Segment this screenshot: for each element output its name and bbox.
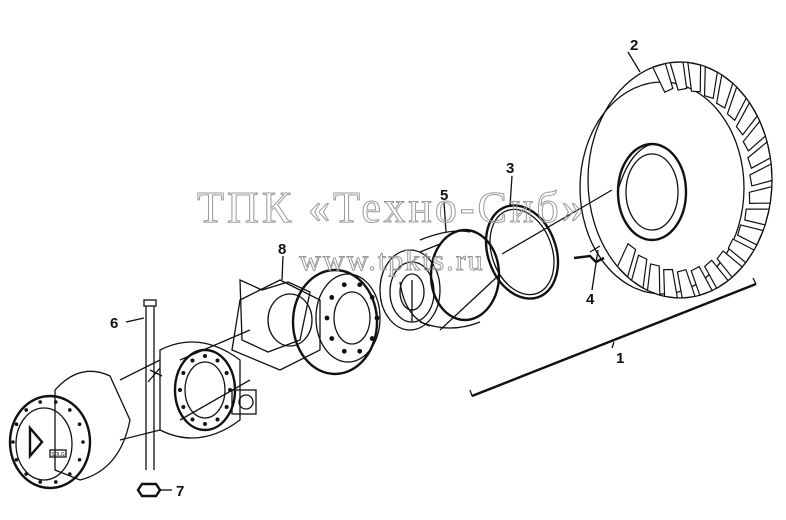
hub-bolt — [369, 295, 375, 300]
final-drive-bolt — [68, 472, 72, 476]
tread-lug — [687, 61, 702, 93]
hub-bolt — [341, 282, 347, 288]
final-drive-bolt — [77, 422, 82, 427]
final-drive-bolt — [38, 400, 43, 404]
tread-lug — [716, 250, 744, 279]
final-drive-bolt — [68, 408, 72, 412]
left-final-drive: SDLG — [8, 394, 92, 490]
tread-lug — [703, 259, 729, 290]
callout-6: 6 — [110, 315, 118, 332]
final-drive-bolt — [11, 440, 15, 444]
diff-bolt — [215, 358, 220, 363]
tread-lug — [669, 61, 688, 91]
leader-lines — [125, 51, 757, 491]
diff-bolt — [181, 405, 186, 409]
diff-bolt — [203, 354, 207, 358]
tread-lug — [663, 268, 679, 299]
hub-bolt — [374, 315, 380, 321]
tread-lug — [703, 65, 719, 100]
valve-part-4 — [573, 245, 605, 264]
final-drive-bolt — [53, 480, 58, 484]
callout-7: 7 — [176, 483, 184, 500]
final-drive-bolt — [81, 440, 85, 444]
hub-bolt — [329, 336, 335, 341]
tread-lug — [749, 163, 773, 187]
o-ring-part-3 — [484, 204, 560, 300]
diff-bolt — [181, 371, 186, 375]
tread-lug — [616, 242, 637, 279]
diff-bolt — [224, 405, 229, 409]
tread-lug — [748, 185, 773, 204]
axle-housing — [54, 278, 321, 481]
tread-lug — [726, 85, 747, 122]
tread-lug — [676, 268, 696, 299]
tread-lug — [744, 208, 770, 226]
final-drive-bolt — [53, 400, 58, 404]
hub-bolt — [324, 315, 330, 321]
tread-lug — [630, 254, 648, 290]
tread-lug — [742, 120, 767, 152]
hub-bolt — [357, 348, 363, 354]
final-drive-bolt — [38, 480, 43, 484]
diff-bolt — [203, 422, 207, 426]
watermark: ТПК «Техно-Сиб» www.tpkts.ru — [197, 183, 587, 278]
tread-lug — [736, 224, 764, 246]
diff-bolt — [190, 417, 195, 422]
diff-bolt — [228, 388, 232, 392]
rim-part-5 — [379, 228, 501, 331]
tire-part-2 — [579, 61, 773, 299]
watermark-company: ТПК «Техно-Сиб» — [197, 183, 587, 232]
callout-labels: 1 2 3 4 5 6 7 8 — [110, 37, 638, 500]
final-drive-bolt — [14, 457, 19, 462]
tread-lug — [727, 238, 755, 264]
callout-2: 2 — [630, 37, 638, 54]
bolt-part-6 — [143, 299, 157, 470]
hub-bolt — [341, 348, 347, 354]
tread-lug — [646, 263, 661, 297]
nut-part-7 — [136, 482, 162, 498]
tread-lug — [690, 265, 714, 297]
final-drive-bolt — [14, 422, 19, 427]
diff-bolt — [178, 388, 182, 392]
callout-5: 5 — [440, 187, 448, 204]
diff-bolt — [224, 371, 229, 375]
tread-lug — [651, 62, 674, 93]
hub-bolt — [329, 295, 335, 300]
callout-3: 3 — [506, 160, 514, 177]
tread-lug — [747, 140, 772, 170]
hub-bolt — [357, 282, 363, 288]
wheel-hub — [291, 268, 381, 376]
diff-bolt — [215, 417, 220, 422]
final-drive-bolt — [24, 408, 28, 412]
final-drive-bolt — [24, 472, 28, 476]
tread-lug — [735, 101, 758, 136]
callout-1: 1 — [616, 350, 624, 367]
hub-bolt — [369, 336, 375, 341]
callout-4: 4 — [586, 291, 595, 308]
callout-8: 8 — [278, 241, 286, 258]
hub-logo-text: SDLG — [51, 452, 65, 458]
diff-bolt — [190, 358, 195, 363]
watermark-url: www.tpkts.ru — [299, 244, 484, 277]
tread-lug — [715, 73, 734, 109]
final-drive-bolt — [77, 457, 82, 462]
